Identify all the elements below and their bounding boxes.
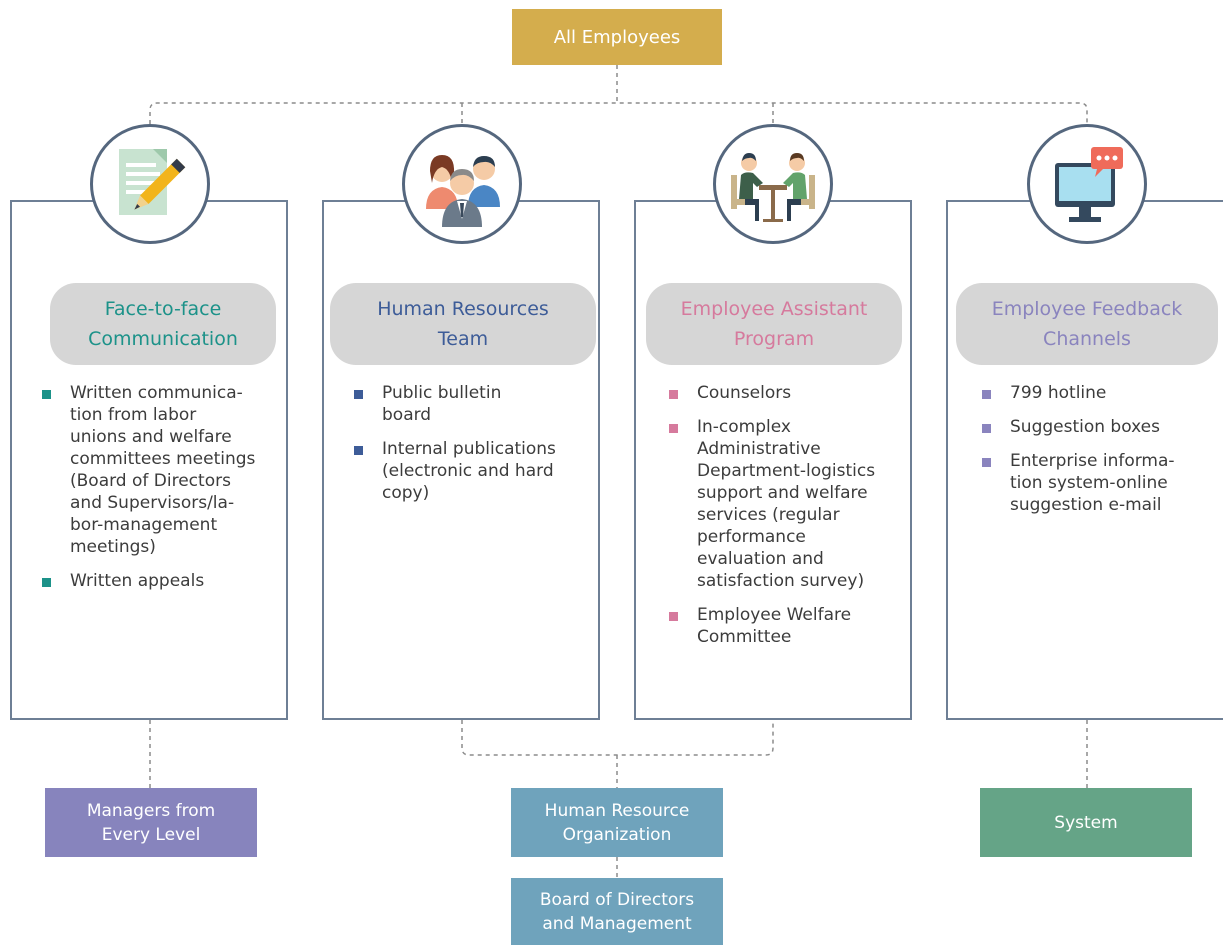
list-face-to-face: Written communica- tion from labor union… — [42, 382, 272, 604]
list-item: Internal publications (electronic and ha… — [354, 438, 584, 504]
pill-feedback: Employee Feedback Channels — [956, 283, 1218, 365]
board-box: Board of Directors and Management — [511, 878, 723, 945]
bullet-square-icon — [982, 424, 991, 433]
connector-top-bus — [149, 102, 1088, 124]
item-text: Written communica- tion from labor union… — [70, 383, 256, 557]
list-item: In-complex Administrative Department-log… — [669, 416, 899, 592]
item-text: 799 hotline — [1010, 383, 1107, 403]
managers-line-2: Every Level — [101, 824, 201, 845]
pill-title-line-1: Employee Feedback — [991, 298, 1183, 320]
list-item: 799 hotline — [982, 382, 1212, 404]
hr-organization-box: Human Resource Organization — [511, 788, 723, 857]
item-text: In-complex Administrative Department-log… — [697, 417, 876, 591]
item-text: Written appeals — [70, 571, 205, 591]
document-pen-icon — [90, 124, 210, 244]
bullet-square-icon — [42, 578, 51, 587]
pill-title-line-2: Program — [733, 328, 815, 350]
pill-hr-team: Human Resources Team — [330, 283, 596, 365]
bullet-square-icon — [669, 390, 678, 399]
item-text: Counselors — [697, 383, 792, 403]
list-item: Enterprise informa- tion system-online s… — [982, 450, 1212, 516]
hr-org-line-2: Organization — [562, 824, 672, 845]
item-text: Suggestion boxes — [1010, 417, 1160, 437]
list-item: Suggestion boxes — [982, 416, 1212, 438]
bullet-square-icon — [982, 458, 991, 467]
system-box: System — [980, 788, 1192, 857]
list-hr-team: Public bulletin board Internal publicati… — [354, 382, 584, 516]
pill-title-line-1: Human Resources — [377, 298, 549, 320]
pill-eap: Employee Assistant Program — [646, 283, 902, 365]
all-employees-label: All Employees — [553, 26, 681, 48]
bullet-square-icon — [982, 390, 991, 399]
list-item: Public bulletin board — [354, 382, 584, 426]
item-text: Public bulletin board — [382, 383, 502, 425]
list-feedback: 799 hotline Suggestion boxes Enterprise … — [982, 382, 1212, 528]
pill-title-line-2: Channels — [1043, 328, 1131, 350]
managers-line-1: Managers from — [86, 800, 216, 821]
system-label: System — [1054, 812, 1118, 833]
monitor-chat-icon — [1027, 124, 1147, 244]
board-line-2: and Management — [542, 913, 692, 934]
bullet-square-icon — [354, 390, 363, 399]
pill-title-line-1: Employee Assistant — [680, 298, 868, 320]
bullet-square-icon — [354, 446, 363, 455]
team-people-icon — [402, 124, 522, 244]
pill-title-line-1: Face-to-face — [104, 298, 222, 320]
item-text: Employee Welfare Committee — [697, 605, 852, 647]
pill-face-to-face: Face-to-face Communication — [50, 283, 276, 365]
hr-org-line-1: Human Resource — [544, 800, 690, 821]
list-item: Written communica- tion from labor union… — [42, 382, 272, 558]
list-item: Written appeals — [42, 570, 272, 592]
managers-box: Managers from Every Level — [45, 788, 257, 857]
bullet-square-icon — [42, 390, 51, 399]
pill-title-line-2: Team — [437, 328, 489, 350]
bullet-square-icon — [669, 424, 678, 433]
list-eap: Counselors In-complex Administrative Dep… — [669, 382, 899, 660]
board-line-1: Board of Directors — [539, 889, 695, 910]
list-item: Employee Welfare Committee — [669, 604, 899, 648]
all-employees-box: All Employees — [512, 9, 722, 65]
pill-title-line-2: Communication — [88, 328, 238, 350]
bullet-square-icon — [669, 612, 678, 621]
list-item: Counselors — [669, 382, 899, 404]
item-text: Internal publications (electronic and ha… — [382, 439, 556, 503]
item-text: Enterprise informa- tion system-online s… — [1010, 451, 1175, 515]
meeting-table-icon — [713, 124, 833, 244]
connector-bottom-bus — [461, 720, 774, 756]
